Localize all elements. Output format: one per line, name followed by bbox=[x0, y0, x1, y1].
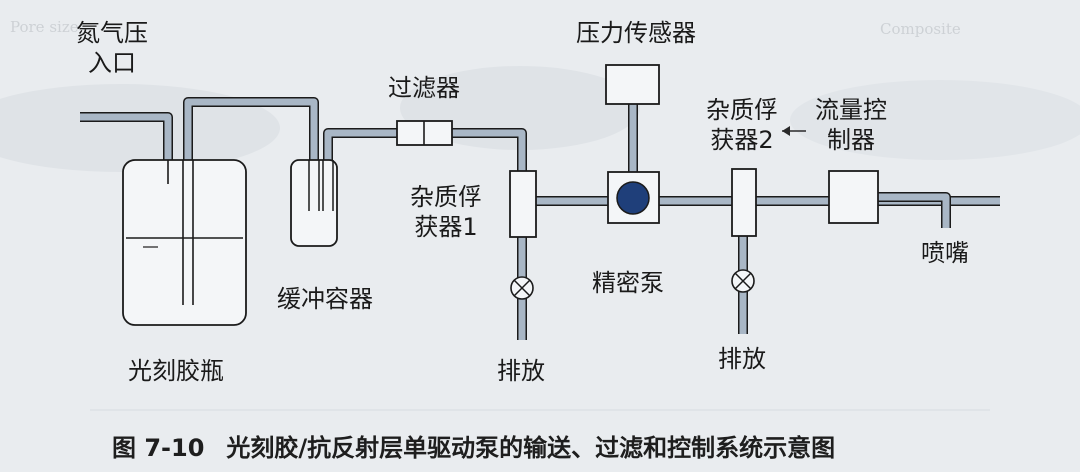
figure-number: 图 7-10 bbox=[112, 434, 205, 462]
pump-rotor-icon bbox=[616, 181, 650, 215]
label-flow-controller: 流量控 制器 bbox=[815, 96, 887, 154]
impurity-trap-2 bbox=[731, 168, 757, 237]
precision-pump bbox=[607, 171, 660, 224]
label-nozzle: 喷嘴 bbox=[921, 239, 969, 267]
drain-valve-2-icon bbox=[731, 269, 755, 293]
flow-controller bbox=[828, 170, 879, 224]
impurity-trap-1 bbox=[509, 170, 537, 238]
bleed-through: Composite bbox=[880, 20, 961, 38]
nozzle-pipe bbox=[878, 193, 950, 228]
callout-arrow bbox=[782, 126, 806, 136]
figure-caption: 图 7-10 光刻胶/抗反射层单驱动泵的输送、过滤和控制系统示意图 bbox=[112, 428, 835, 463]
label-drain-1: 排放 bbox=[497, 357, 545, 385]
label-buffer-container: 缓冲容器 bbox=[277, 285, 373, 313]
buffer-container bbox=[290, 159, 338, 247]
pressure-sensor bbox=[605, 64, 660, 105]
background-shade bbox=[790, 80, 1080, 160]
label-nitrogen-inlet: 氮气压 入口 bbox=[76, 19, 148, 77]
label-drain-2: 排放 bbox=[718, 345, 766, 373]
filter bbox=[396, 120, 453, 146]
label-impurity-trap-1: 杂质俘 获器1 bbox=[410, 183, 482, 241]
figure-caption-text: 光刻胶/抗反射层单驱动泵的输送、过滤和控制系统示意图 bbox=[226, 434, 836, 462]
label-filter: 过滤器 bbox=[388, 74, 460, 102]
label-photoresist-bottle: 光刻胶瓶 bbox=[128, 357, 224, 385]
label-pressure-sensor: 压力传感器 bbox=[576, 19, 696, 47]
photoresist-bottle bbox=[122, 159, 247, 326]
label-precision-pump: 精密泵 bbox=[592, 269, 664, 297]
drain-valve-1-icon bbox=[510, 276, 534, 300]
label-impurity-trap-2: 杂质俘 获器2 bbox=[706, 96, 778, 154]
bleed-through: Pore size bbox=[10, 18, 79, 36]
nozzle-pipe-outline bbox=[878, 192, 951, 228]
